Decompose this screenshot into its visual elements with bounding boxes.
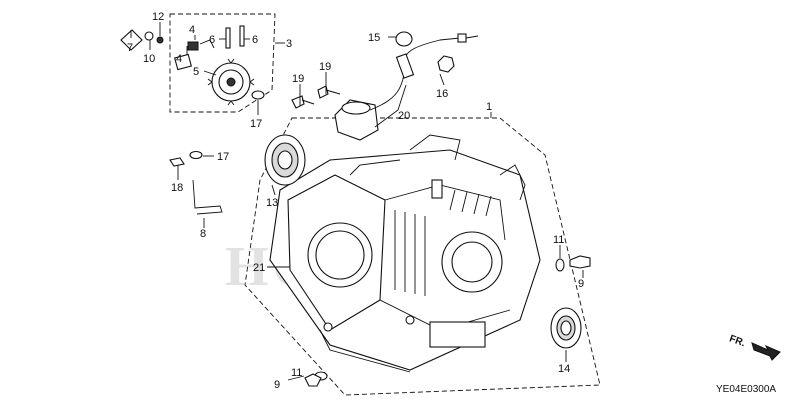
callout-5: 5: [193, 66, 199, 78]
callout-12: 12: [152, 11, 164, 23]
bolt-set-right: [555, 255, 591, 272]
washer-17a: [251, 90, 265, 100]
oil-level-switch: [334, 33, 479, 141]
group-box-crankcase: [244, 117, 601, 396]
callout-11a: 11: [553, 234, 564, 246]
callout-20: 20: [398, 110, 410, 122]
callout-7: 7: [127, 42, 133, 54]
fr-arrow-icon: [751, 342, 781, 361]
callout-4a: 4: [189, 24, 195, 36]
callout-18: 18: [171, 182, 183, 194]
callout-17a: 17: [250, 118, 262, 130]
governor-arm: [169, 150, 223, 215]
callout-9a: 9: [578, 278, 584, 290]
callout-17b: 17: [217, 151, 229, 163]
callout-9b: 9: [274, 379, 280, 391]
crankcase: [269, 134, 541, 373]
leader-lines: [130, 22, 584, 381]
callout-13: 13: [266, 197, 278, 209]
callout-21: 21: [253, 262, 265, 274]
callout-16: 16: [436, 88, 448, 100]
callout-6b: 6: [252, 34, 258, 46]
callout-19a: 19: [292, 73, 304, 85]
nut-16: [437, 55, 455, 73]
diagram-code: YE04E0300A: [716, 384, 776, 395]
front-direction-indicator: FR.: [728, 333, 781, 361]
bolt-19b: [317, 85, 341, 99]
bolt-19a: [291, 95, 315, 109]
bolt-set-bottom: [304, 371, 328, 387]
callout-labels: 1 3 4 4 5 6 6 7 8 9 9 10 11 11 12 13 14 …: [127, 11, 584, 391]
ball-bearing: [264, 134, 306, 186]
oil-pump-assembly: [174, 25, 255, 106]
group-box-oil-pump: [169, 13, 276, 113]
callout-19b: 19: [319, 61, 331, 73]
o-ring-15: [395, 31, 413, 47]
callout-3: 3: [286, 38, 292, 50]
oil-seal: [550, 307, 582, 349]
callout-1: 1: [486, 101, 492, 113]
callout-8: 8: [200, 228, 206, 240]
callout-6a: 6: [209, 34, 215, 46]
drain-bolt-set: [120, 29, 164, 51]
callout-11b: 11: [291, 367, 302, 379]
callout-10: 10: [143, 53, 155, 65]
callout-14: 14: [558, 363, 570, 375]
callout-4b: 4: [176, 53, 182, 65]
fr-label: FR.: [728, 333, 747, 349]
callout-15: 15: [368, 32, 380, 44]
